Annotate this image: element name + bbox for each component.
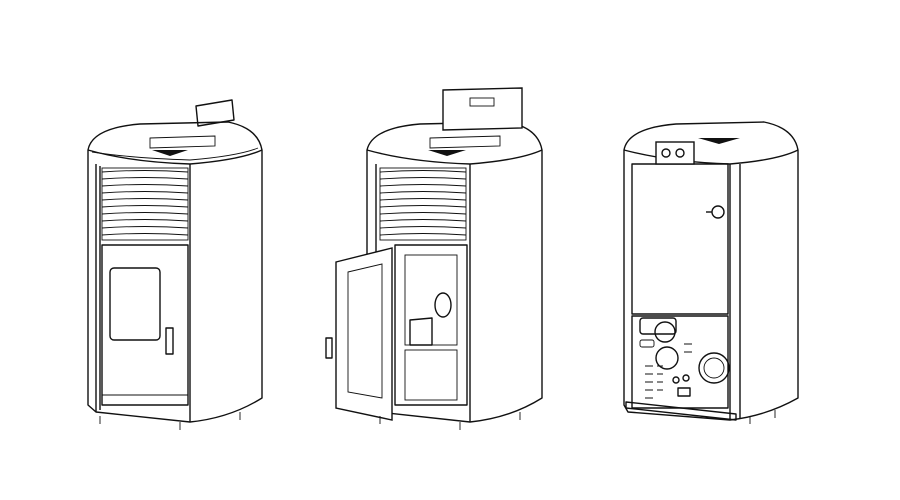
louver-slat — [101, 219, 189, 222]
louver-slat — [379, 191, 467, 194]
vent-grid-icon — [698, 138, 740, 144]
control-box — [655, 141, 695, 165]
open-door[interactable] — [335, 247, 393, 421]
exhaust-outlet — [655, 346, 679, 370]
louver-slat — [101, 177, 189, 180]
firebox — [394, 244, 468, 406]
stove-front-open — [325, 87, 543, 430]
louver-slat — [101, 191, 189, 194]
louvers — [101, 167, 189, 241]
louver-slat — [101, 226, 189, 229]
vent-grid-icon — [152, 150, 188, 156]
louver-slat — [379, 198, 467, 201]
hopper-lid[interactable] — [442, 87, 523, 131]
air-inlet — [711, 205, 725, 219]
door-handle[interactable] — [165, 327, 174, 355]
louver-slat — [101, 212, 189, 215]
louver-slat — [101, 170, 189, 173]
louver-slat — [379, 226, 467, 229]
door-handle[interactable] — [325, 337, 333, 359]
louver-slat — [101, 184, 189, 187]
louver-slat — [379, 219, 467, 222]
louver-slat — [379, 184, 467, 187]
louver-slat — [379, 170, 467, 173]
louver-slat — [101, 198, 189, 201]
fan-outlet — [698, 352, 730, 384]
louver-slat — [101, 233, 189, 236]
vent-grid-icon — [428, 150, 466, 156]
stove-rear — [623, 121, 799, 424]
louver-slat — [101, 205, 189, 208]
louver-slat — [379, 212, 467, 215]
louver-slat — [379, 233, 467, 236]
door-glass — [109, 267, 161, 341]
stove-front-closed — [87, 99, 263, 430]
louver-slat — [379, 205, 467, 208]
fire-door[interactable] — [101, 244, 189, 406]
louver-slat — [379, 177, 467, 180]
